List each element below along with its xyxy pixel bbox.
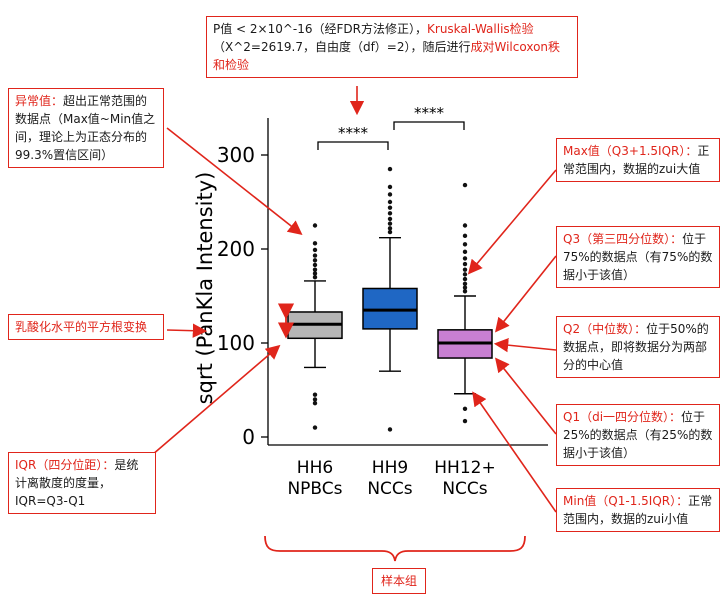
y-tick-label: 100 <box>217 331 255 355</box>
outlier-note: 异常值：超出正常范围的数据点（Max值~Min值之间，理论上为正态分布的99.3… <box>8 88 164 168</box>
q2-note-text: 位于50%的数据点，即将数据分为两部分的中心值 <box>563 322 709 372</box>
y-axis-title: sqrt (PanKla Intensity) <box>193 172 217 405</box>
min-note-text: 正常范围内，数据的zui小值 <box>563 494 713 526</box>
stat-test-note: P值 < 2×10^-16（经FDR方法修正），Kruskal-Wallis检验… <box>206 16 578 78</box>
y-tick-label: 300 <box>217 143 255 167</box>
outlier-dot <box>462 281 468 286</box>
outlier-dot <box>462 233 468 239</box>
q1-note: Q1（di一四分位数）：位于25%的数据点（有25%的数据小于该值） <box>556 404 720 466</box>
q3-note-label: Q3（第三四分位数）： <box>563 232 683 246</box>
x-label-line1: HH9 <box>372 458 408 478</box>
x-label-line2: NCCs <box>367 479 412 499</box>
x-label-line2: NCCs <box>442 479 487 499</box>
outlier-dot <box>312 275 318 280</box>
outlier-dot <box>462 242 468 247</box>
iqr-note: IQR（四分位距）：是统计离散度的度量，IQR=Q3-Q1 <box>8 452 156 514</box>
q3-note: Q3（第三四分位数）：位于75%的数据点（有75%的数据小于该值） <box>556 226 720 288</box>
sqrt-transform-note: 乳酸化水平的平方根变换 <box>8 314 164 340</box>
stat-test-seg2: Kruskal-Wallis检验 <box>427 22 534 36</box>
x-label-line1: HH12+ <box>434 458 495 478</box>
min-note-label: Min值（Q1-1.5IQR）： <box>563 494 689 508</box>
outlier-dot <box>462 256 468 261</box>
max-note: Max值（Q3+1.5IQR）：正常范围内，数据的zui大值 <box>556 138 720 182</box>
q2-note: Q2（中位数）：位于50%的数据点，即将数据分为两部分的中心值 <box>556 316 720 378</box>
stat-test-seg4: 成对Wilcoxon秩和检验 <box>213 40 561 72</box>
outlier-dot <box>312 397 318 402</box>
outlier-dot <box>312 262 318 268</box>
outlier-dot <box>312 247 318 253</box>
outlier-dot <box>462 267 468 272</box>
significance-stars: **** <box>414 104 445 122</box>
outlier-dot <box>387 226 393 231</box>
outlier-dot <box>312 253 318 258</box>
outlier-dot <box>387 199 393 205</box>
outlier-dot <box>387 205 393 210</box>
outlier-dot <box>462 249 468 255</box>
sqrt-transform-text: 乳酸化水平的平方根变换 <box>15 320 148 334</box>
min-note: Min值（Q1-1.5IQR）：正常范围内，数据的zui小值 <box>556 488 720 532</box>
outlier-dot <box>462 272 468 277</box>
q1-note-text: 位于25%的数据点（有25%的数据小于该值） <box>563 410 713 460</box>
sample-group-label: 样本组 <box>372 568 426 594</box>
x-label-line2: NPBCs <box>287 479 342 499</box>
max-note-label: Max值（Q3+1.5IQR）： <box>563 144 698 158</box>
y-tick-label: 0 <box>242 425 255 449</box>
outlier-dot <box>387 192 393 197</box>
outlier-dot <box>462 276 468 282</box>
outlier-dot <box>387 166 393 172</box>
outlier-dot <box>312 425 318 430</box>
q2-note-label: Q2（中位数）： <box>563 322 647 336</box>
stat-test-seg3: （X^2=2619.7，自由度（df）=2），随后进行 <box>213 40 471 54</box>
outlier-dot <box>462 289 468 294</box>
iqr-note-text: 是统计离散度的度量，IQR=Q3-Q1 <box>15 458 139 508</box>
significance-stars: **** <box>338 124 369 142</box>
y-tick-label: 200 <box>217 237 255 261</box>
max-note-text: 正常范围内，数据的zui大值 <box>563 144 710 176</box>
iqr-note-label: IQR（四分位距）： <box>15 458 115 472</box>
outlier-dot <box>462 406 468 411</box>
q3-note-text: 位于75%的数据点（有75%的数据小于该值） <box>563 232 713 282</box>
outlier-dot <box>387 229 393 235</box>
outlier-dot <box>462 285 468 290</box>
outlier-dot <box>312 271 318 276</box>
outlier-dot <box>312 223 318 228</box>
outlier-dot <box>312 258 318 263</box>
stat-test-seg1: P值 < 2×10^-16（经FDR方法修正）， <box>213 22 428 36</box>
outlier-note-label: 异常值： <box>15 94 64 108</box>
outlier-dot <box>312 400 318 406</box>
outlier-dot <box>462 418 468 424</box>
outlier-dot <box>387 427 393 432</box>
outlier-dot <box>387 216 393 222</box>
outlier-dot <box>387 211 393 216</box>
significance-bracket <box>393 121 465 130</box>
outlier-dot <box>312 241 318 246</box>
outlier-dot <box>462 261 468 267</box>
q1-note-label: Q1（di一四分位数）： <box>563 410 682 424</box>
significance-bracket <box>317 141 389 150</box>
outlier-note-text: 超出正常范围的数据点（Max值~Min值之间，理论上为正态分布的99.3%置信区… <box>15 94 156 162</box>
outlier-dot <box>312 267 318 272</box>
outlier-dot <box>387 184 393 190</box>
outlier-dot <box>462 223 468 228</box>
outlier-dot <box>312 392 318 397</box>
outlier-dot <box>462 182 468 188</box>
x-label-line1: HH6 <box>297 458 333 478</box>
outlier-dot <box>387 221 393 226</box>
